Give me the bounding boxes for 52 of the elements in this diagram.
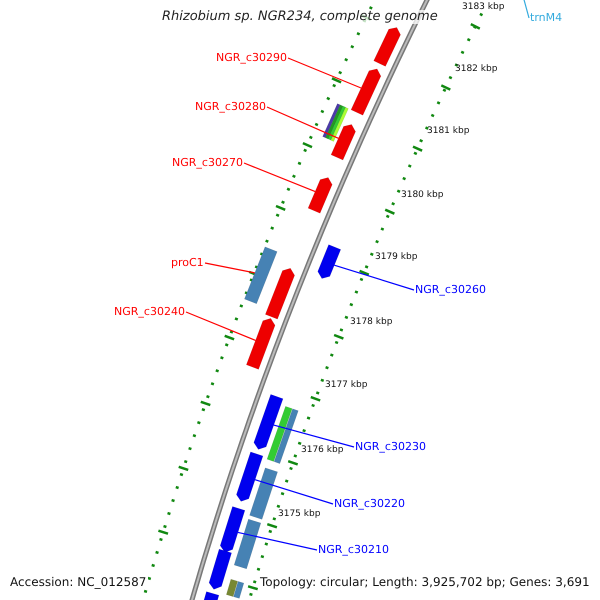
gene-feature [330,124,356,160]
gene-bar [266,406,292,462]
scale-label: 3180 kbp [401,191,444,201]
scale-label: 3179 kbp [375,253,418,263]
leader-line [266,106,339,139]
leader-line [274,424,354,448]
summary-text: Topology: circular; Length: 3,925,702 bp; Genes: 3,691 [258,576,592,589]
gene-box [244,246,278,304]
scale-label: 3176 kbp [301,446,344,456]
gene-name: NGR_c30240 [114,306,185,318]
gene-name: NGR_c30290 [216,52,287,64]
gene-box [249,468,278,520]
gene-name: trnM4 [530,12,562,24]
gene-box [234,518,262,570]
leader-line [254,479,334,505]
gene-feature [236,452,264,502]
gene-feature [373,27,401,67]
accession-text: Accession: NC_012587 [8,576,148,589]
gene-bar [233,581,244,599]
leader-line [288,57,362,89]
gene-name: NGR_c30210 [318,544,389,556]
scale-label: 3177 kbp [325,381,368,391]
gene-name: NGR_c30260 [415,284,486,296]
scale-label: 3183 kbp [462,3,504,13]
gene-feature [246,318,276,370]
gene-feature [208,548,232,590]
gene-feature [308,177,332,214]
gene-name: NGR_c30220 [334,498,405,510]
scale-label: 3175 kbp [278,510,320,520]
scale-label: 3181 kbp [427,127,470,137]
leader-line [238,532,318,551]
gene-name: NGR_c30270 [172,157,243,170]
gene-name: NGR_c30230 [355,441,426,454]
scale-label: 3182 kbp [455,65,498,75]
gene-feature [350,68,382,116]
leader-line [204,262,255,274]
gene-feature [318,244,341,279]
gene-bar [226,578,238,597]
gene-feature [202,591,220,600]
gene-feature [254,394,284,450]
gene-feature [220,506,246,553]
gene-feature [265,268,295,320]
leader-line [244,162,316,192]
leader-line [334,264,414,291]
leader-line [186,311,256,341]
gene-bar [274,408,299,464]
gene-name: proC1 [171,257,204,270]
gene-bar [330,107,349,142]
leader-line [522,0,530,18]
map-title: Rhizobium sp. NGR234, complete genome [160,10,440,24]
gene-name: NGR_c30280 [195,101,266,114]
scale-label: 3178 kbp [350,318,392,328]
